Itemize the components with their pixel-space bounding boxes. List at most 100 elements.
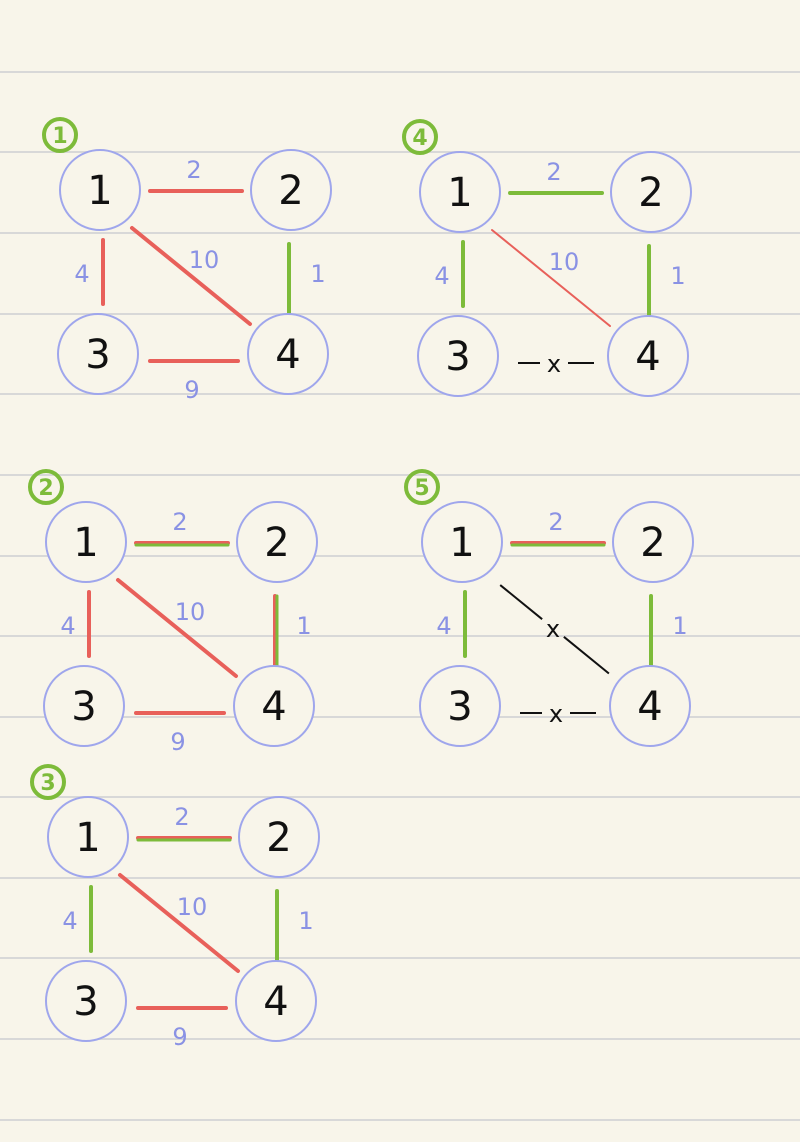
graph-node-3: 3 — [45, 960, 127, 1042]
node-label: 1 — [447, 170, 472, 216]
graph-node-2: 2 — [236, 501, 318, 583]
edge-line — [130, 226, 252, 326]
graph-node-3: 3 — [43, 665, 125, 747]
node-label: 3 — [445, 334, 470, 380]
ruled-lines — [0, 71, 800, 1121]
node-label: 3 — [447, 684, 472, 730]
graph-node-3: 3 — [417, 315, 499, 397]
edge-weight-label: 1 — [670, 262, 685, 290]
graph-node-2: 2 — [612, 501, 694, 583]
edge-3-4: 9 — [134, 711, 226, 756]
edge-weight-label: 2 — [546, 158, 561, 186]
edge-line — [118, 873, 240, 973]
node-circle — [57, 313, 139, 395]
node-circle — [45, 501, 127, 583]
edge-weight-label: 1 — [672, 612, 687, 640]
edge-weight-label: 9 — [172, 1023, 187, 1051]
graph-node-3: 3 — [57, 313, 139, 395]
edge-weight-label: 4 — [434, 262, 449, 290]
edge-1-2: 2 — [510, 508, 606, 547]
node-circle — [417, 315, 499, 397]
removed-edge-segment — [499, 584, 543, 620]
node-label: 4 — [261, 684, 286, 730]
node-circle — [47, 796, 129, 878]
node-label: 2 — [640, 520, 665, 566]
edge-3-4: 9 — [136, 1006, 228, 1051]
node-circle — [247, 313, 329, 395]
removed-edge-mark: x — [549, 700, 563, 728]
graph-node-4: 4 — [607, 315, 689, 397]
step-badge — [28, 469, 64, 505]
node-label: 1 — [449, 520, 474, 566]
step-badge — [402, 119, 438, 155]
node-circle — [235, 960, 317, 1042]
edge-1-4: x — [499, 584, 610, 675]
step-badge — [30, 764, 66, 800]
node-circle — [610, 151, 692, 233]
node-label: 3 — [85, 332, 110, 378]
node-label: 4 — [263, 979, 288, 1025]
removed-edge-segment — [563, 636, 610, 675]
node-label: 3 — [73, 979, 98, 1025]
node-label: 4 — [635, 334, 660, 380]
edge-weight-label: 4 — [62, 907, 77, 935]
graph-node-3: 3 — [419, 665, 501, 747]
graph-node-1: 1 — [419, 151, 501, 233]
edge-1-2: 2 — [136, 803, 232, 842]
node-circle — [43, 665, 125, 747]
edge-3-4: 9 — [148, 359, 240, 404]
edge-3-4: x — [520, 700, 596, 728]
edge-1-3: 4 — [60, 590, 91, 658]
edge-1-2: 2 — [508, 158, 604, 195]
node-label: 2 — [278, 168, 303, 214]
edge-weight-label: 4 — [436, 612, 451, 640]
step-number: 3 — [40, 771, 55, 796]
edge-weight-label: 10 — [177, 893, 208, 921]
graph-node-2: 2 — [610, 151, 692, 233]
node-label: 4 — [637, 684, 662, 730]
edge-weight-label: 2 — [186, 156, 201, 184]
edge-2-4: 1 — [275, 889, 314, 965]
edge-weight-label: 4 — [74, 260, 89, 288]
graph-node-4: 4 — [609, 665, 691, 747]
edge-3-4: x — [518, 350, 594, 378]
edge-1-3: 4 — [62, 885, 93, 953]
step-number: 5 — [414, 476, 429, 501]
graph-node-1: 1 — [45, 501, 127, 583]
edge-weight-label: 10 — [175, 598, 206, 626]
node-circle — [607, 315, 689, 397]
node-circle — [233, 665, 315, 747]
step-number: 1 — [52, 124, 67, 149]
edge-line — [116, 578, 238, 678]
edge-1-3: 4 — [436, 590, 467, 658]
edge-weight-label: 10 — [549, 248, 580, 276]
edge-1-2: 2 — [134, 508, 230, 547]
graph-node-4: 4 — [235, 960, 317, 1042]
node-circle — [419, 665, 501, 747]
edge-1-4: 10 — [491, 229, 611, 327]
edge-weight-label: 4 — [60, 612, 75, 640]
node-label: 3 — [71, 684, 96, 730]
edge-weight-label: 1 — [310, 260, 325, 288]
node-label: 1 — [73, 520, 98, 566]
graph-node-4: 4 — [233, 665, 315, 747]
node-label: 2 — [638, 170, 663, 216]
graph-node-1: 1 — [59, 149, 141, 231]
edge-2-4: 1 — [273, 594, 312, 670]
node-label: 2 — [266, 815, 291, 861]
edge-weight-label: 1 — [298, 907, 313, 935]
node-label: 1 — [87, 168, 112, 214]
node-circle — [609, 665, 691, 747]
node-circle — [238, 796, 320, 878]
edge-2-4: 1 — [647, 244, 686, 320]
node-label: 2 — [264, 520, 289, 566]
edge-1-3: 4 — [434, 240, 465, 308]
edge-weight-label: 9 — [184, 376, 199, 404]
node-circle — [612, 501, 694, 583]
